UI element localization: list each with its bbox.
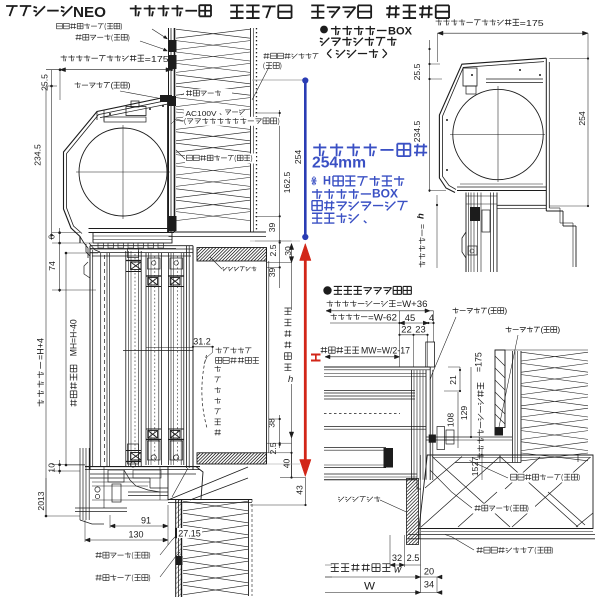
svg-text:NEO: NEO [73, 4, 106, 21]
svg-text:6: 6 [47, 234, 57, 239]
svg-text:108: 108 [445, 413, 455, 428]
svg-text:=175: =175 [520, 19, 545, 28]
svg-text:AC100V: AC100V [186, 109, 217, 118]
svg-text:): ) [527, 504, 529, 513]
svg-text:254mm: 254mm [312, 155, 366, 172]
svg-text:25.5: 25.5 [39, 74, 49, 91]
svg-text:39: 39 [267, 268, 277, 278]
svg-text:21: 21 [448, 375, 458, 385]
svg-text:=W-62: =W-62 [368, 313, 397, 323]
svg-text:): ) [128, 81, 131, 90]
svg-text:43: 43 [294, 485, 304, 495]
svg-text:(: ( [488, 307, 491, 316]
svg-text:23: 23 [415, 324, 425, 335]
svg-text:): ) [551, 546, 553, 555]
svg-text:2.5: 2.5 [268, 244, 278, 256]
svg-text:=175: =175 [474, 352, 484, 372]
svg-text:): ) [149, 551, 151, 560]
svg-text:※: ※ [311, 174, 317, 188]
svg-text:38: 38 [266, 418, 276, 428]
svg-text:234.5: 234.5 [32, 144, 42, 166]
svg-text:): ) [557, 326, 560, 335]
svg-text:254: 254 [293, 150, 303, 165]
svg-text:=H+4: =H+4 [34, 338, 45, 360]
svg-text:254: 254 [577, 111, 587, 126]
svg-text:W: W [364, 581, 376, 593]
svg-text:15: 15 [470, 467, 480, 477]
svg-text:4: 4 [429, 312, 434, 323]
svg-text:MW=W/2-17: MW=W/2-17 [361, 346, 410, 356]
svg-text:): ) [128, 33, 130, 42]
svg-text:74: 74 [47, 261, 57, 271]
svg-text:2.5: 2.5 [407, 553, 420, 563]
svg-text:(: ( [184, 116, 186, 125]
svg-text:(: ( [132, 551, 134, 560]
svg-text:34: 34 [424, 580, 434, 590]
svg-text:h: h [416, 213, 427, 219]
svg-text:h: h [288, 374, 293, 385]
svg-text:): ) [578, 473, 580, 482]
svg-text:39: 39 [267, 223, 277, 233]
svg-text:129: 129 [459, 406, 469, 421]
svg-text:MH=H-40: MH=H-40 [68, 319, 78, 356]
svg-text:(: ( [541, 326, 544, 335]
svg-text:10: 10 [46, 463, 56, 473]
svg-text:2013: 2013 [36, 491, 46, 510]
svg-text:=175: =175 [145, 55, 170, 64]
svg-text:BOX: BOX [372, 188, 398, 201]
svg-text:45: 45 [405, 312, 415, 323]
svg-text:27: 27 [470, 457, 480, 467]
svg-text:): ) [149, 573, 151, 582]
svg-text:20: 20 [424, 567, 434, 577]
svg-text:162.5: 162.5 [282, 172, 292, 194]
svg-text:(: ( [561, 473, 563, 482]
svg-text:27.15: 27.15 [178, 529, 201, 539]
svg-text:234.5: 234.5 [412, 121, 422, 143]
svg-text:(: ( [510, 504, 512, 513]
svg-text:(: ( [111, 81, 114, 90]
svg-text:): ) [278, 116, 280, 125]
svg-text:BOX: BOX [388, 26, 413, 38]
svg-text:=: = [418, 224, 427, 229]
svg-text:H: H [308, 353, 323, 363]
svg-text:(: ( [234, 154, 236, 163]
svg-text:130: 130 [128, 530, 143, 540]
svg-text:=W+36: =W+36 [397, 299, 428, 309]
svg-text:32: 32 [392, 553, 402, 563]
svg-text:): ) [504, 307, 507, 316]
svg-text:): ) [251, 154, 253, 163]
svg-text:31.2: 31.2 [193, 337, 211, 347]
svg-text:(: ( [111, 33, 113, 42]
svg-text:): ) [280, 61, 282, 70]
svg-text:25.5: 25.5 [412, 63, 422, 80]
svg-text:(: ( [132, 573, 134, 582]
svg-text:(: ( [104, 23, 107, 30]
svg-text:H: H [323, 175, 331, 188]
svg-text:): ) [120, 23, 122, 30]
svg-text:(: ( [534, 546, 536, 555]
svg-text:w: w [394, 565, 402, 576]
svg-text:30: 30 [283, 246, 293, 256]
svg-text:2.5: 2.5 [268, 442, 278, 454]
svg-text:22: 22 [401, 324, 411, 335]
svg-text:40: 40 [281, 459, 291, 469]
svg-text:(: ( [263, 61, 265, 70]
svg-text:91: 91 [141, 516, 151, 526]
